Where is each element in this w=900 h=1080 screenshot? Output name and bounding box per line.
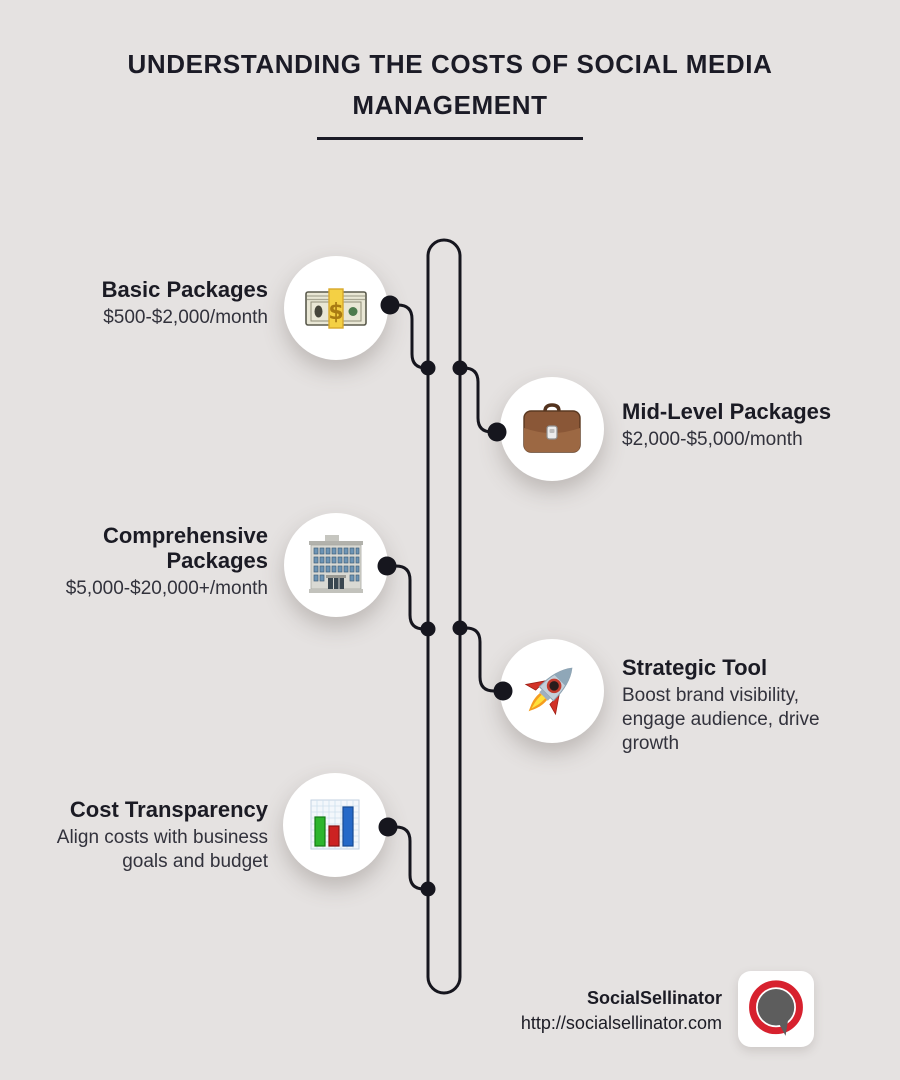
item-description: Boost brand visibility, engage audience,…	[622, 685, 820, 754]
cost-transparency-item: Cost Transparency Align costs with busin…	[18, 797, 268, 874]
connector-strategic	[460, 626, 503, 693]
connector-comprehensive	[387, 564, 428, 631]
node-dot	[420, 360, 436, 376]
svg-text:$: $	[328, 300, 343, 325]
mid-level-packages-badge	[500, 377, 604, 481]
title-underline	[317, 137, 583, 140]
item-title: Comprehensive Packages	[102, 523, 268, 573]
footer: SocialSellinator http://socialsellinator…	[521, 986, 722, 1036]
item-title: Cost Transparency	[69, 797, 268, 822]
cost-transparency-badge	[283, 773, 387, 877]
node-dot	[420, 621, 436, 637]
briefcase-icon	[523, 403, 581, 453]
item-title: Mid-Level Packages	[622, 399, 832, 424]
speech-bubble-logo-icon	[749, 980, 803, 1036]
item-description: Align costs with business goals and budg…	[56, 827, 268, 872]
node-dot	[420, 881, 436, 897]
node-dot	[452, 620, 468, 636]
item-title: Basic Packages	[101, 277, 268, 302]
item-description: $2,000-$5,000/month	[622, 429, 803, 450]
brand-name: SocialSellinator	[586, 988, 722, 1008]
office-building-icon	[309, 535, 363, 593]
rocket-icon	[524, 667, 573, 716]
bar-chart-icon	[310, 799, 360, 850]
page-title-block: UNDERSTANDING THE COSTS OF SOCIAL MEDIA …	[110, 44, 790, 140]
money-stack-icon: $	[305, 288, 367, 329]
spine-capsule	[426, 238, 462, 995]
website-url[interactable]: http://socialsellinator.com	[520, 1013, 722, 1033]
connector-mid-level	[460, 366, 497, 434]
connector-cost	[388, 825, 428, 891]
socialsellinator-logo	[738, 971, 814, 1047]
node-dot	[452, 360, 468, 376]
basic-packages-badge: $	[284, 256, 388, 360]
basic-packages-item: Basic Packages $500-$2,000/month	[0, 277, 268, 330]
comprehensive-packages-item: Comprehensive Packages $5,000-$20,000+/m…	[18, 523, 268, 601]
comprehensive-packages-badge	[284, 513, 388, 617]
strategic-tool-badge	[500, 639, 604, 743]
strategic-tool-item: Strategic Tool Boost brand visibility, e…	[622, 655, 854, 756]
page-title: UNDERSTANDING THE COSTS OF SOCIAL MEDIA …	[127, 49, 773, 120]
item-title: Strategic Tool	[622, 655, 768, 680]
item-description: $5,000-$20,000+/month	[65, 578, 268, 599]
connector-basic	[390, 303, 428, 370]
item-description: $500-$2,000/month	[103, 307, 268, 328]
mid-level-packages-item: Mid-Level Packages $2,000-$5,000/month	[622, 399, 900, 452]
